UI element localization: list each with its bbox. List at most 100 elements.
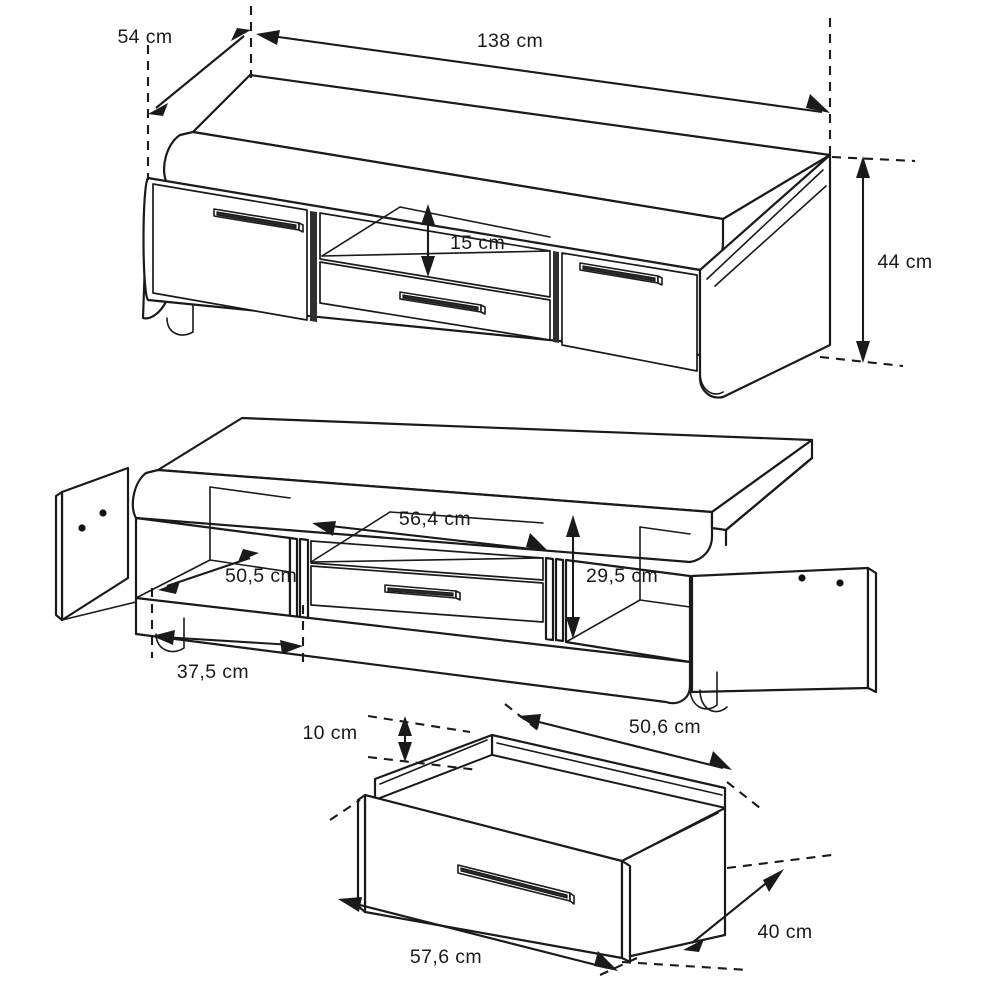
- ext-line-506-right: [726, 781, 761, 809]
- right-door-hinge-hole-left: [798, 574, 806, 582]
- open-foot-right-back: [699, 689, 728, 713]
- right-door-open-edge: [866, 566, 878, 694]
- arrow-depth-end: [231, 28, 251, 41]
- open-niche-back-top: [389, 511, 544, 524]
- dim-line-576: [347, 900, 609, 970]
- ext-line-10-bottom: [367, 755, 479, 772]
- arrow-comp-height-top: [566, 515, 580, 537]
- dim-drawer-576: 57,6 cm: [329, 799, 638, 976]
- arrow-40-end: [763, 869, 784, 892]
- ext-line-10-top: [367, 714, 471, 734]
- open-niche-diagonal: [310, 511, 391, 563]
- foot-right: [699, 371, 724, 395]
- right-door-gap: [553, 251, 559, 343]
- dim-label-drawer-576: 57,6 cm: [410, 946, 482, 968]
- open-top-right-edge: [724, 456, 814, 547]
- ext-line-576-right: [599, 957, 638, 976]
- arrow-506-end: [709, 751, 732, 770]
- drawer-left-wall-inner: [379, 739, 488, 785]
- right-side-inner-edge-2: [714, 185, 827, 287]
- view-front-closed: 54 cm 138 cm 44 cm: [117, 6, 932, 399]
- center-drawer-handle[interactable]: [399, 291, 486, 315]
- arrow-comp-depth-start: [158, 581, 180, 594]
- dim-shelf-564: 56,4 cm: [312, 508, 549, 552]
- dim-label-niche-15: 15 cm: [450, 232, 505, 254]
- dim-label-drawer-506: 50,6 cm: [629, 716, 701, 738]
- arrow-40-start: [683, 939, 704, 952]
- dim-label-width-375: 37,5 cm: [177, 661, 249, 683]
- right-door-front: [561, 252, 698, 372]
- left-door-hinge-hole-lower: [78, 524, 86, 532]
- arrow-niche-bottom: [421, 256, 435, 277]
- foot-left: [166, 304, 194, 336]
- arrow-506-start: [518, 714, 541, 729]
- drawer-detail-handle[interactable]: [457, 864, 575, 905]
- left-door-hinge-hole-upper: [99, 509, 107, 517]
- arrow-niche-top: [421, 204, 435, 225]
- dim-drawer-40: 40 cm: [621, 853, 833, 972]
- dim-drawer-506: 50,6 cm: [504, 703, 761, 809]
- dim-drawer-10: 10 cm: [302, 714, 479, 772]
- drawer-front-right-edge: [620, 859, 632, 964]
- arrow-375-end: [280, 640, 303, 654]
- drawer-back-wall-inner: [496, 742, 723, 796]
- dim-depth-54: 54 cm: [117, 6, 253, 180]
- ext-line-height-bottom: [819, 355, 904, 368]
- drawer-right-wall-top-inner: [621, 812, 719, 862]
- open-foot-right: [689, 671, 718, 710]
- dim-line-comp-depth: [166, 557, 251, 587]
- dim-label-depth-505: 50,5 cm: [225, 565, 297, 587]
- left-door-bottom-connector: [61, 601, 137, 621]
- dim-label-height-44: 44 cm: [877, 251, 932, 273]
- dim-label-drawer-40: 40 cm: [757, 921, 812, 943]
- center-divider-right: [544, 556, 555, 642]
- dim-label-height-295: 29,5 cm: [586, 565, 658, 587]
- arrow-comp-height-bottom: [566, 617, 580, 639]
- right-compartment-back-top: [639, 526, 691, 535]
- arrow-576-end: [594, 951, 618, 971]
- left-door-open: [60, 466, 130, 622]
- left-compartment-back-top: [209, 486, 291, 499]
- dim-width-138: 138 cm: [256, 18, 832, 158]
- arrow-depth-start: [148, 103, 168, 116]
- arrow-height-top: [856, 156, 870, 178]
- dim-depth-505: 50,5 cm: [158, 549, 297, 594]
- bottom-front-rail: [134, 596, 692, 705]
- arrow-width-start: [256, 30, 280, 45]
- center-divider-right-b: [554, 557, 565, 643]
- left-door-open-edge: [54, 490, 64, 622]
- niche-interior-diagonal: [321, 206, 401, 257]
- dim-label-shelf-564: 56,4 cm: [399, 508, 471, 530]
- open-top-panel-right-return: [710, 438, 814, 532]
- dim-line-width: [263, 33, 823, 114]
- dim-height-295: 29,5 cm: [566, 515, 658, 639]
- dim-line-depth: [155, 35, 245, 109]
- view-drawer-detail: 10 cm 50,6 cm 57,6 cm: [302, 703, 833, 976]
- open-foot-left: [155, 617, 185, 653]
- center-niche-opening: [319, 212, 551, 298]
- arrow-height-bottom: [856, 341, 870, 363]
- dim-line-40: [691, 875, 776, 944]
- dim-label-drawer-10: 10 cm: [302, 722, 357, 744]
- dim-label-depth-54: 54 cm: [117, 26, 172, 48]
- arrow-shelf-start: [312, 521, 336, 536]
- right-door-hinge-hole-right: [836, 579, 844, 587]
- ext-line-height-top: [831, 155, 916, 163]
- arrow-10-bottom: [398, 742, 412, 762]
- right-door-handle[interactable]: [579, 262, 663, 286]
- left-door-handle[interactable]: [213, 208, 304, 233]
- arrow-10-top: [398, 716, 412, 736]
- open-center-drawer-handle[interactable]: [384, 584, 461, 601]
- arrow-comp-depth-end: [238, 549, 259, 562]
- dim-line-shelf: [321, 523, 541, 552]
- niche-interior-top-line: [399, 206, 551, 238]
- dim-niche-15: 15 cm: [421, 204, 505, 277]
- arrow-width-end: [806, 94, 830, 113]
- dim-label-width-138: 138 cm: [477, 30, 543, 52]
- dim-height-44: 44 cm: [819, 155, 932, 368]
- arrow-375-start: [152, 630, 175, 645]
- right-side-inner-edge: [706, 169, 824, 280]
- dim-line-375: [161, 635, 294, 647]
